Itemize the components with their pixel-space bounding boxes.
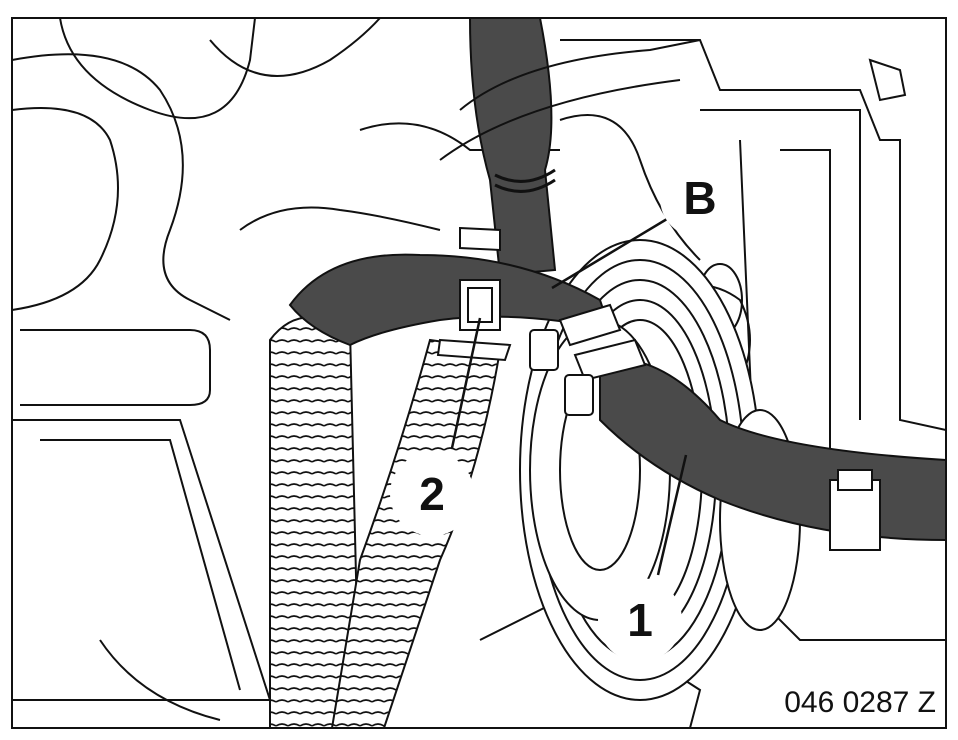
reference-number: 046 0287 Z bbox=[784, 686, 936, 719]
engine-background bbox=[12, 18, 946, 728]
callout-b-label: B bbox=[683, 172, 716, 224]
hose-bracket-clip bbox=[459, 226, 501, 331]
upper-coolant-hose bbox=[439, 18, 701, 277]
leader-lines bbox=[450, 214, 688, 576]
callout-b-bubble bbox=[660, 158, 740, 238]
callout-1: 1 bbox=[598, 578, 682, 662]
callout-2-label: 2 bbox=[419, 468, 445, 520]
corrugated-hose-center bbox=[330, 338, 502, 728]
callout-1-bubble bbox=[598, 578, 682, 662]
leader-line-2 bbox=[450, 317, 482, 449]
callout-2-bubble bbox=[390, 452, 474, 536]
leader-line-1 bbox=[656, 454, 688, 576]
leader-line-b bbox=[551, 214, 673, 290]
reference-number-box: 046 0287 Z bbox=[710, 675, 946, 728]
callout-1-label: 1 bbox=[627, 594, 653, 646]
callout-b: B bbox=[660, 158, 740, 238]
callout-2: 2 bbox=[390, 452, 474, 536]
